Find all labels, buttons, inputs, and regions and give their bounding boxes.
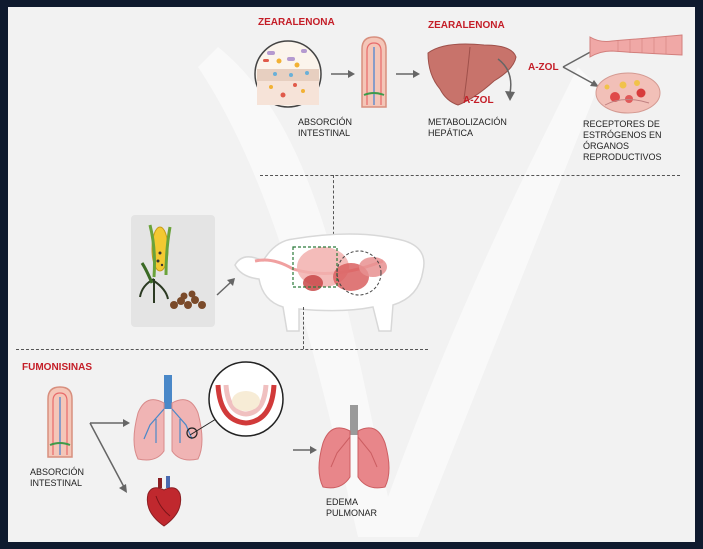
watermark-logo (198, 47, 598, 537)
intestinal-villus-icon (47, 386, 73, 458)
split-arrow-icon (89, 419, 130, 493)
intestinal-villus-icon (361, 36, 387, 108)
lungs-icon (133, 375, 203, 461)
intestinal-lumen-icon (254, 40, 322, 108)
feed-pellets-icon (170, 290, 206, 309)
separator-bottom (16, 349, 428, 350)
muscle-tissue-icon (589, 34, 683, 58)
fumonisinas-title: FUMONISINAS (22, 362, 92, 373)
edema-label: EDEMA PULMONAR (326, 497, 378, 518)
corn-plant-icon (139, 224, 172, 303)
receptors-label: RECEPTORES DE ESTRÓGENOS EN ÓRGANOS REPR… (583, 119, 662, 162)
curved-arrow-icon (497, 58, 515, 101)
arrow-icon (293, 446, 317, 454)
metabolite-liver-label: α-ZOL (463, 95, 494, 106)
pig-anatomy-icon (234, 233, 425, 332)
alveolus-zoom-icon (208, 361, 284, 437)
zearalenona-title-liver: ZEARALENONA (428, 20, 505, 31)
arrow-icon (216, 278, 235, 296)
edema-lungs-icon (318, 405, 390, 489)
diagram-frame: ZEARALENONA ABSORCIÓN INTESTINAL ZEARALE… (8, 7, 695, 542)
arrow-icon (331, 70, 355, 78)
separator-top (260, 175, 680, 176)
ovary-icon (595, 72, 661, 114)
metabolite-branch-label: α-ZOL (528, 62, 559, 73)
zearalenona-absorption-label: ABSORCIÓN INTESTINAL (298, 117, 353, 138)
liver-icon (427, 43, 517, 106)
heart-icon (146, 476, 182, 527)
connector-vertical-top (333, 175, 334, 245)
zoom-line-icon (189, 418, 217, 436)
zearalenona-title-left: ZEARALENONA (258, 17, 335, 28)
fumonisinas-absorption-label: ABSORCIÓN INTESTINAL (30, 467, 85, 488)
metabolism-label: METABOLIZACIÓN HEPÁTICA (428, 117, 507, 138)
connector-vertical-bottom (303, 307, 304, 349)
arrow-icon (396, 70, 420, 78)
